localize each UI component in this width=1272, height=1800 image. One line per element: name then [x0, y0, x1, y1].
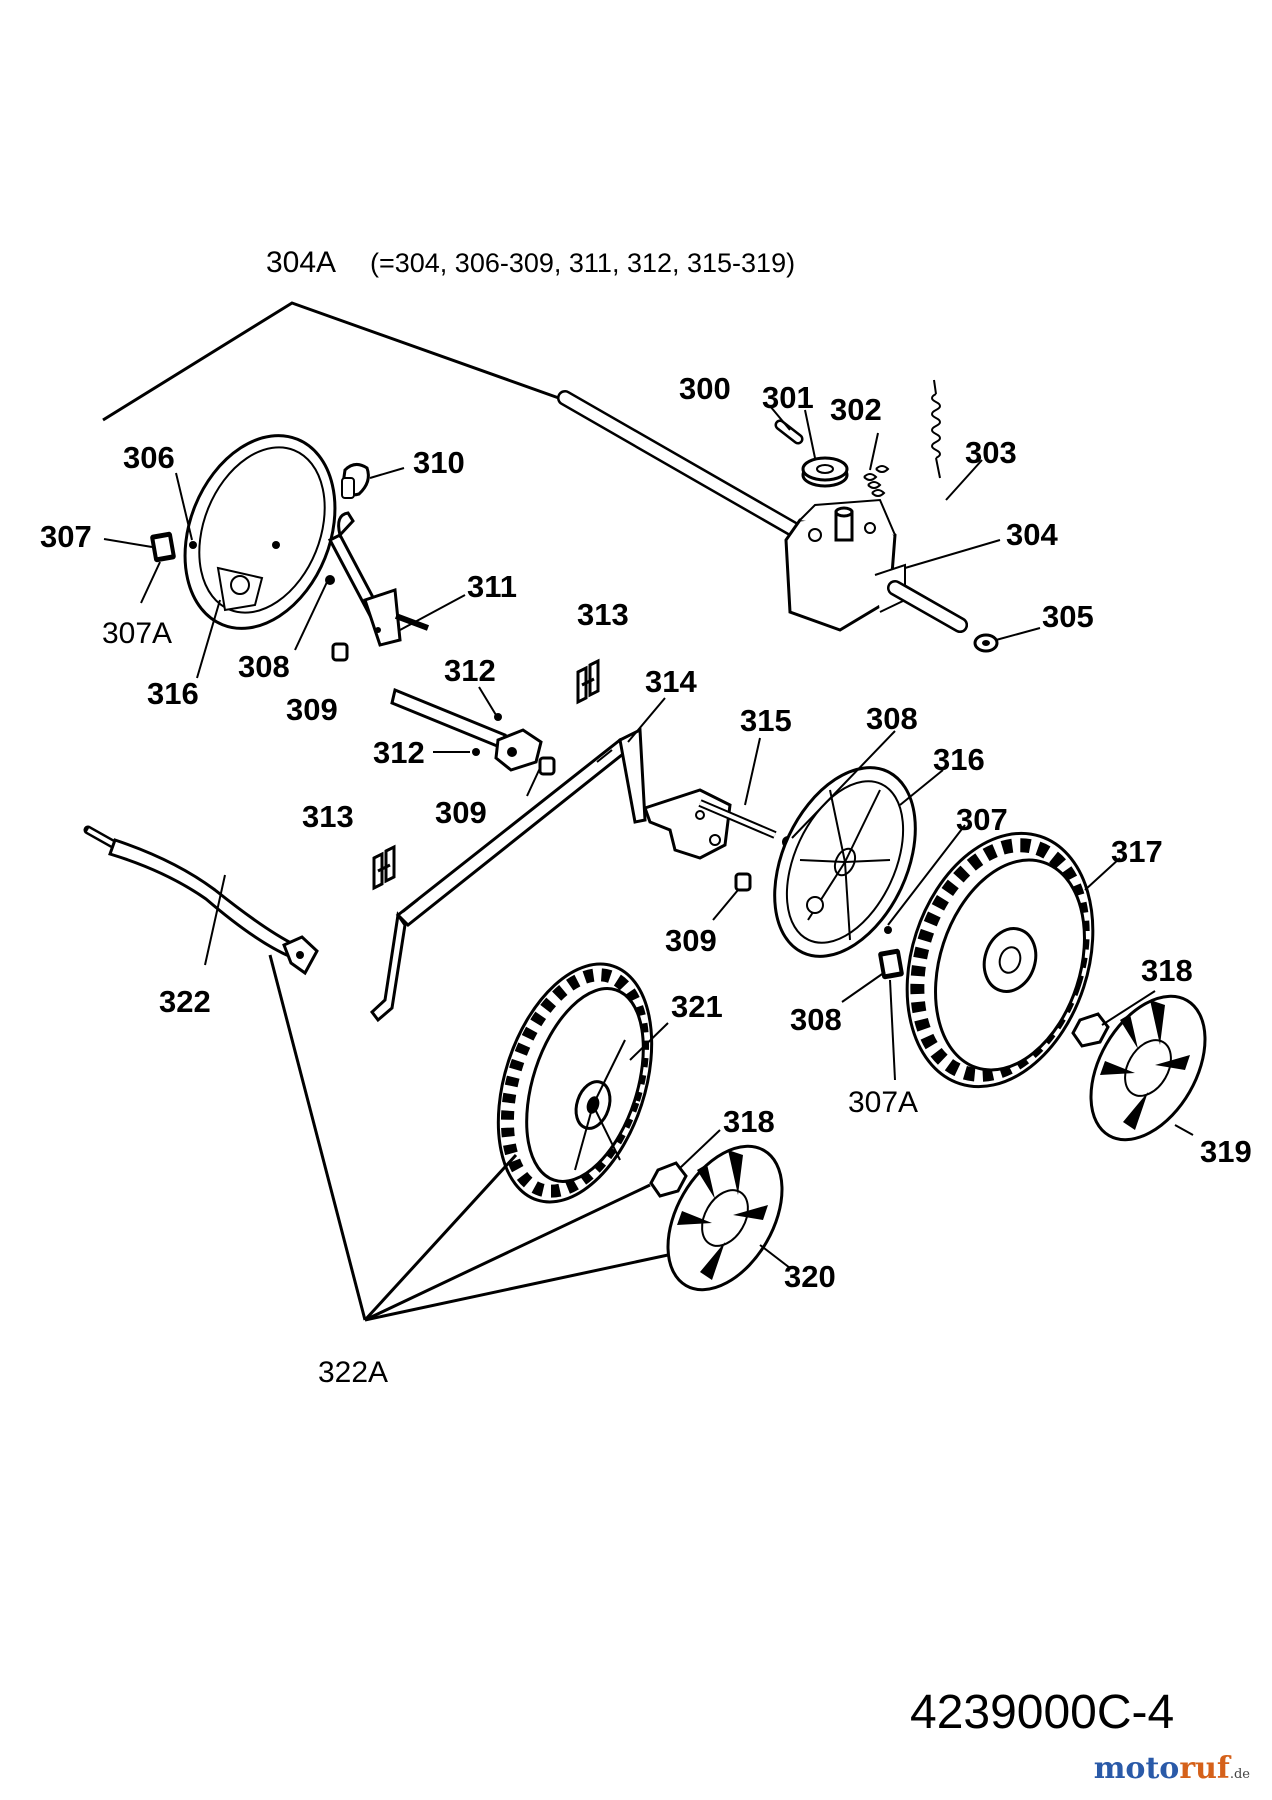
- leader-lines-322a: [268, 954, 669, 1322]
- assembly-leader: [102, 301, 571, 422]
- label-318-front: 318: [723, 1104, 775, 1139]
- label-316-left: 316: [147, 676, 199, 711]
- rear-wheel-317: [905, 831, 1095, 1089]
- hubcap-319: [1089, 994, 1207, 1142]
- screw-312-lower: [472, 748, 480, 756]
- bushing-309-mid: [538, 756, 556, 776]
- watermark-brand-b: ruf: [1179, 1751, 1230, 1786]
- screw-306: [189, 541, 197, 549]
- label-301: 301: [762, 380, 814, 415]
- bushing-309-right: [734, 872, 752, 892]
- label-312-upper: 312: [444, 653, 496, 688]
- label-305: 305: [1042, 599, 1094, 634]
- label-322a: 322A: [318, 1356, 388, 1389]
- label-308-right: 308: [790, 1002, 842, 1037]
- front-wheel-321: [496, 962, 654, 1204]
- label-318-right: 318: [1141, 953, 1193, 988]
- label-309-left: 309: [286, 692, 338, 727]
- watermark-logo: motoruf.de: [1094, 1751, 1250, 1786]
- label-313-lower: 313: [302, 799, 354, 834]
- clip-313-lower: [372, 844, 396, 891]
- spring-303: [931, 379, 941, 479]
- label-310: 310: [413, 445, 465, 480]
- label-307a-left: 307A: [102, 617, 172, 650]
- front-axle-322: [83, 825, 319, 976]
- label-314: 314: [645, 664, 697, 699]
- label-312-lower: 312: [373, 735, 425, 770]
- label-311: 311: [467, 569, 517, 604]
- assembly-note: (=304, 306-309, 311, 312, 315-319): [370, 248, 795, 278]
- assembly-title: 304A (=304, 306-309, 311, 312, 315-319): [266, 246, 795, 279]
- diagram-code: 4239000C-4: [910, 1686, 1174, 1739]
- label-309-mid: 309: [435, 795, 487, 830]
- pinion-307-left: [150, 531, 176, 563]
- watermark-brand-a: moto: [1093, 1751, 1180, 1786]
- label-319: 319: [1200, 1134, 1252, 1169]
- label-303: 303: [965, 435, 1017, 470]
- label-320: 320: [784, 1259, 836, 1294]
- label-315: 315: [740, 703, 792, 738]
- label-322: 322: [159, 984, 211, 1019]
- knob-310: [341, 463, 370, 499]
- label-321: 321: [671, 989, 723, 1024]
- part-labels: 300 301 302 303 304 305 306 307 307A 316…: [40, 371, 1252, 1389]
- rod-314: [369, 727, 647, 1023]
- label-307-right: 307: [956, 802, 1008, 837]
- watermark-suffix: .de: [1229, 1767, 1250, 1782]
- label-306: 306: [123, 440, 175, 475]
- washer-305: [973, 633, 999, 653]
- nut-318-front: [649, 1161, 688, 1198]
- washer-301: [801, 456, 849, 488]
- drive-disc-left-316: [183, 434, 337, 630]
- nut-318-right: [1071, 1012, 1110, 1048]
- label-307a-right: 307A: [848, 1086, 918, 1119]
- bracket-312: [494, 728, 543, 772]
- gearbox-304: [784, 498, 906, 632]
- hubcap-320: [666, 1144, 784, 1292]
- label-313-upper: 313: [577, 597, 629, 632]
- label-308-mid: 308: [866, 701, 918, 736]
- label-308-left: 308: [238, 649, 290, 684]
- clip-313-upper: [576, 658, 600, 705]
- pin-300: [774, 419, 804, 445]
- lever-315: [643, 788, 777, 860]
- gearbox-axle: [887, 580, 968, 633]
- bushing-309-left: [331, 642, 349, 662]
- spring-302: [863, 465, 890, 497]
- screw-307-right: [884, 926, 892, 934]
- lever-311: [327, 511, 507, 751]
- label-300: 300: [679, 371, 731, 406]
- assembly-label: 304A: [266, 246, 336, 279]
- label-304: 304: [1006, 517, 1058, 552]
- label-309-right: 309: [665, 923, 717, 958]
- label-317: 317: [1111, 834, 1163, 869]
- leader-lines: [103, 405, 1194, 1269]
- label-302: 302: [830, 392, 882, 427]
- label-307-left: 307: [40, 519, 92, 554]
- label-316-right: 316: [933, 742, 985, 777]
- drive-disc-right-316: [773, 766, 917, 958]
